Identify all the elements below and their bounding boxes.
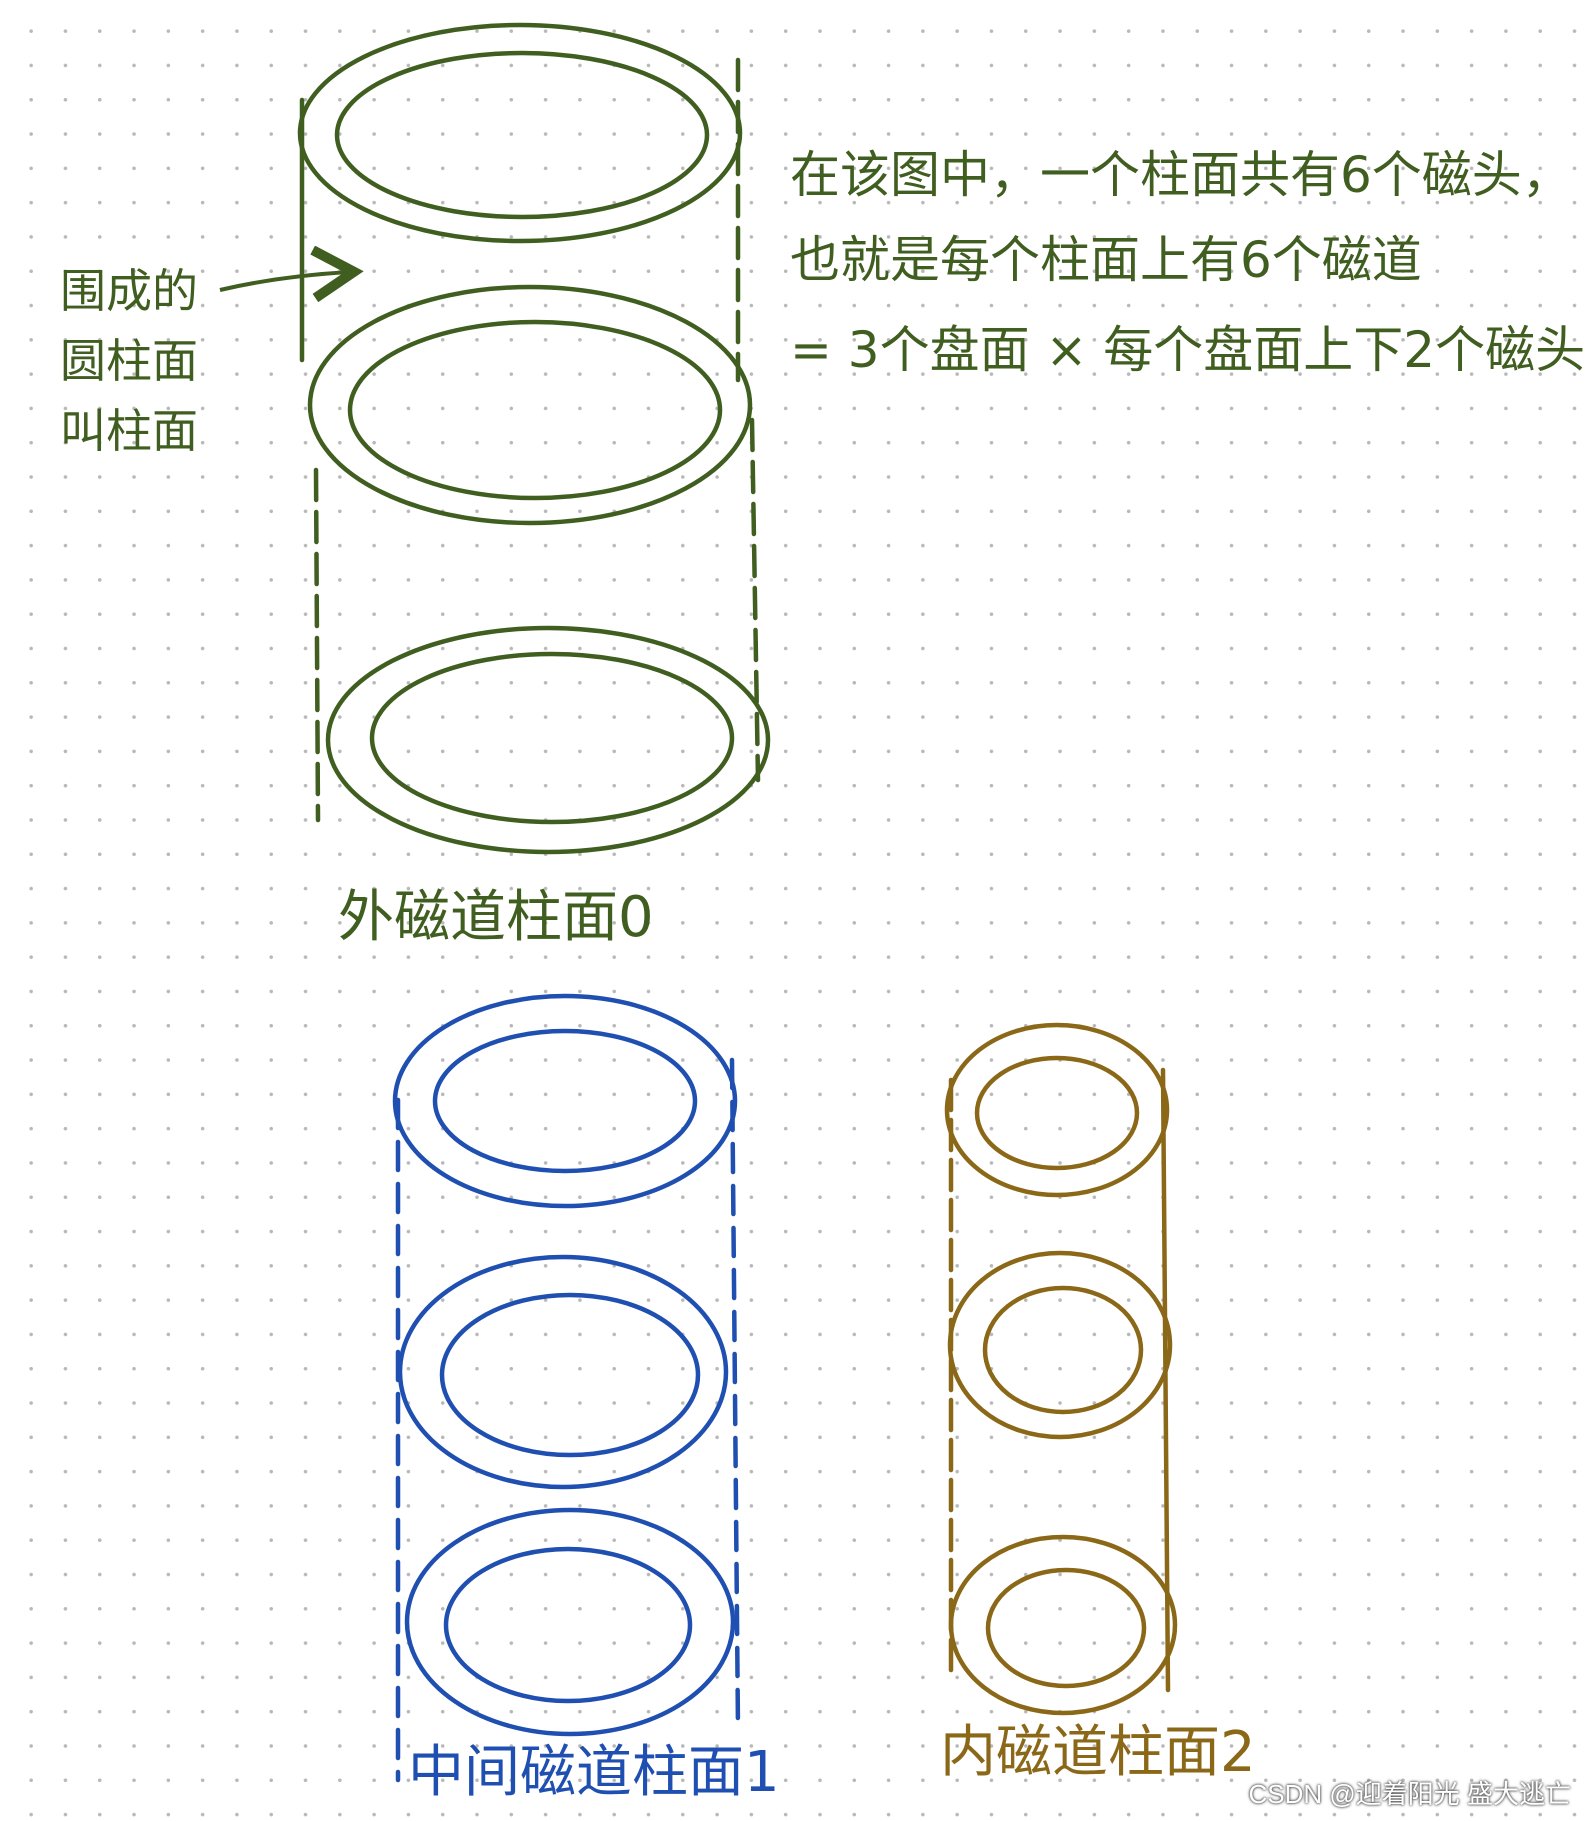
cylinder-0-platter-2-inner xyxy=(347,319,723,501)
cylinder-0-platter-1-outer xyxy=(297,22,743,244)
cylinder-2-label: 内磁道柱面2 xyxy=(940,1720,1256,1785)
cylinder-1-platter-1-outer xyxy=(392,993,738,1209)
annotation-line-2: 圆柱面 xyxy=(60,334,198,388)
cylinder-0-platter-3-outer xyxy=(325,625,771,855)
cylinder-0-platter-1-inner xyxy=(334,50,710,220)
annotation-line-3: 叫柱面 xyxy=(60,404,198,458)
cylinder-2-right-wall xyxy=(1160,1067,1171,1693)
cylinder-1-platter-3-inner xyxy=(443,1546,693,1704)
cylinder-0-right-dashed-bottom xyxy=(749,417,761,783)
cylinder-1-platter-2-inner xyxy=(439,1292,701,1458)
cylinder-2-platter-2-inner xyxy=(982,1285,1144,1415)
description-line-2: 也就是每个柱面上有6个磁道 xyxy=(790,231,1422,289)
cylinder-2-platter-3-inner xyxy=(985,1567,1147,1689)
cylinder-1-right-dashed xyxy=(729,1057,741,1733)
annotation-line-1: 围成的 xyxy=(60,264,198,318)
cylinder-0-left-dashed xyxy=(313,467,321,823)
cylinder-0-platter-3-inner xyxy=(369,651,735,825)
cylinder-0-platter-2-outer xyxy=(307,284,753,526)
cylinder-2-platter-1-outer xyxy=(944,1022,1170,1198)
cylinder-0-outer xyxy=(297,22,771,855)
description-line-3: = 3个盘面 × 每个盘面上下2个磁头 xyxy=(790,321,1586,379)
cylinder-1-label: 中间磁道柱面1 xyxy=(408,1740,780,1805)
description-line-1: 在该图中，一个柱面共有6个磁头， xyxy=(790,146,1572,204)
cylinder-0-label: 外磁道柱面0 xyxy=(338,885,654,950)
cylinder-2-platter-1-inner xyxy=(974,1055,1140,1171)
cylinder-2-platter-2-outer xyxy=(947,1250,1173,1440)
cylinder-2-platter-3-outer xyxy=(948,1534,1178,1716)
cylinder-1-platter-2-outer xyxy=(397,1254,729,1490)
cylinder-1-platter-3-outer xyxy=(404,1507,736,1737)
cylinder-1-platter-1-inner xyxy=(432,1028,698,1174)
annotation-arrow xyxy=(219,272,350,290)
watermark: CSDN @迎着阳光 盛大逃亡 xyxy=(1248,1779,1571,1809)
cylinder-2-inner xyxy=(944,1022,1178,1716)
cylinder-1-middle xyxy=(392,993,741,1783)
